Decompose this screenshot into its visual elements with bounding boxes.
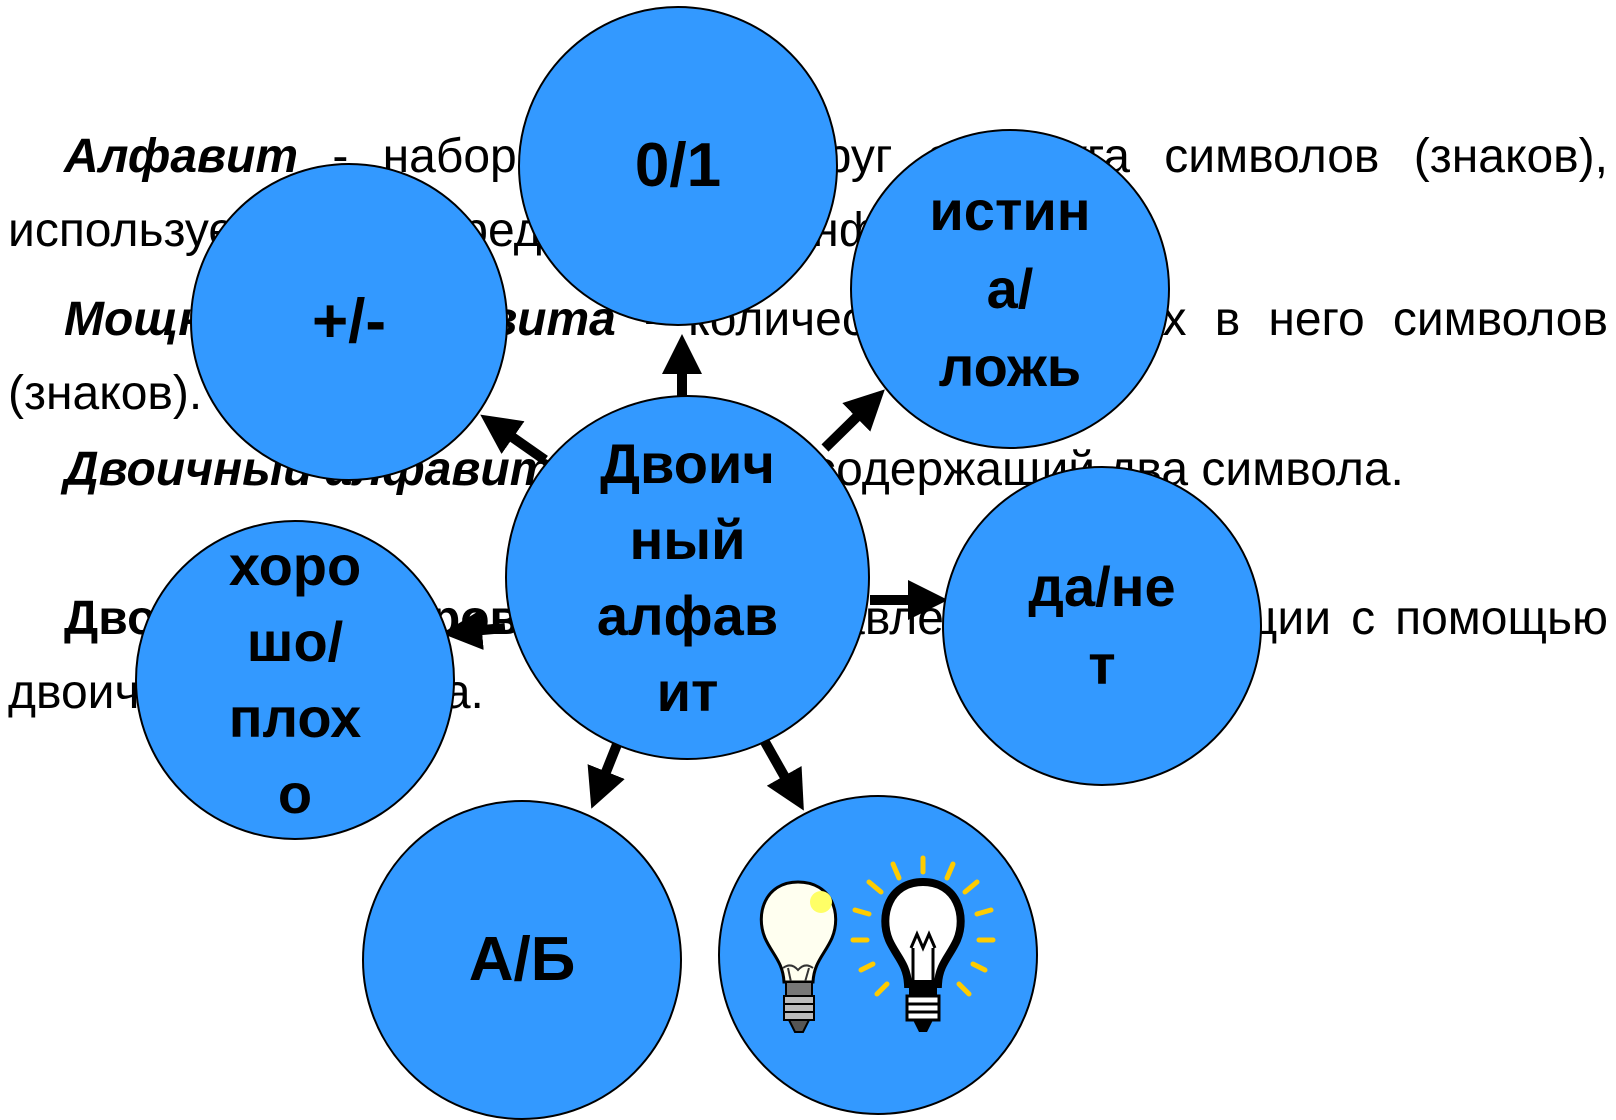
arrow-to-good-bad bbox=[442, 610, 506, 650]
lightbulb-off-on-icon bbox=[759, 855, 996, 1033]
node-a-b: А/Б bbox=[362, 800, 682, 1120]
node-plus-minus: +/- bbox=[190, 163, 508, 481]
arrow-to-plus-minus bbox=[480, 414, 548, 465]
node-good-bad: хоро шо/ плох о bbox=[135, 520, 455, 840]
node-yes-no: да/не т bbox=[942, 466, 1262, 786]
lightbulb-glow-icon bbox=[850, 855, 996, 997]
node-bulbs bbox=[718, 795, 1038, 1115]
node-zero-one: 0/1 bbox=[518, 6, 838, 326]
node-true-false-label: истин а/ ложь bbox=[929, 179, 1091, 398]
term-alphabet: Алфавит bbox=[64, 130, 299, 183]
node-plus-minus-label: +/- bbox=[311, 287, 387, 356]
node-binary-alphabet-label: Двоич ный алфав ит bbox=[596, 431, 779, 723]
arrow-to-true-false bbox=[821, 389, 885, 452]
arrow-to-a-b bbox=[587, 740, 625, 809]
node-good-bad-label: хоро шо/ плох о bbox=[228, 534, 362, 825]
node-true-false: истин а/ ложь bbox=[850, 129, 1170, 449]
lightbulb-off-icon bbox=[759, 880, 838, 1033]
node-binary-alphabet: Двоич ный алфав ит bbox=[505, 395, 870, 760]
node-a-b-label: А/Б bbox=[468, 925, 576, 994]
arrow-to-bulbs bbox=[760, 739, 804, 811]
node-yes-no-label: да/не т bbox=[1028, 555, 1176, 696]
lightbulb-on-icon bbox=[881, 877, 965, 1032]
node-zero-one-label: 0/1 bbox=[634, 131, 722, 200]
